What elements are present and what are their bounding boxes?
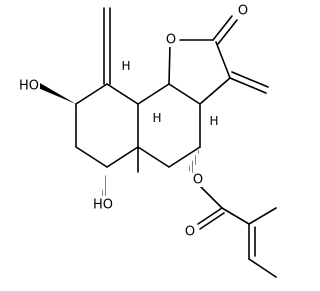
atom-labels: O O HO HO O O H H H (19, 4, 250, 240)
bond-ester-c-alkene (221, 207, 250, 225)
bond-alkene-ethyl (248, 258, 277, 278)
h-right-label: H (209, 114, 218, 128)
bond-c7-c6 (106, 146, 139, 168)
bond-c5-c6 (137, 146, 170, 168)
bond-lactone-c-alpha (215, 41, 231, 79)
hydroxyl-upper-label: HO (19, 79, 39, 94)
bond-alpha-methylene-2 (231, 71, 269, 88)
bond-c1-c10 (106, 83, 139, 105)
bond-lines (38, 7, 277, 278)
ring-oxygen-label: O (166, 33, 176, 48)
structure-svg: O O HO HO O O H H H (19, 4, 277, 278)
bond-c4-c5 (168, 146, 201, 168)
h-lower-label: H (152, 111, 161, 125)
bond-lactone-co-2 (217, 19, 238, 45)
molecule-diagram: O O HO HO O O H H H (19, 4, 277, 278)
h-upper-label: H (121, 59, 130, 73)
bond-alpha-methylene-1 (229, 77, 267, 94)
bond-alkene-methyl (248, 207, 277, 225)
bond-c1-c2 (137, 83, 170, 105)
hash-oh-lower (101, 167, 108, 196)
bond-lactone-co-1 (212, 15, 233, 41)
bond-ester-co-2 (199, 212, 225, 230)
bond-c10-c9 (75, 83, 108, 105)
lactone-carbonyl-oxygen-label: O (238, 4, 248, 19)
ester-carbonyl-oxygen-label: O (185, 225, 195, 240)
bond-c8-c7 (75, 146, 108, 168)
bond-ester-co-1 (197, 207, 223, 225)
bond-c2-c3 (168, 83, 201, 105)
wedge-oh-upper (38, 83, 76, 104)
bond-o-ester-c (199, 185, 223, 209)
hash-ester-o (187, 147, 200, 173)
bond-c-alpha-c3 (199, 77, 231, 105)
ester-oxygen-label: O (193, 173, 203, 188)
hydroxyl-lower-label: HO (93, 198, 113, 213)
bond-c2-o (168, 43, 171, 85)
